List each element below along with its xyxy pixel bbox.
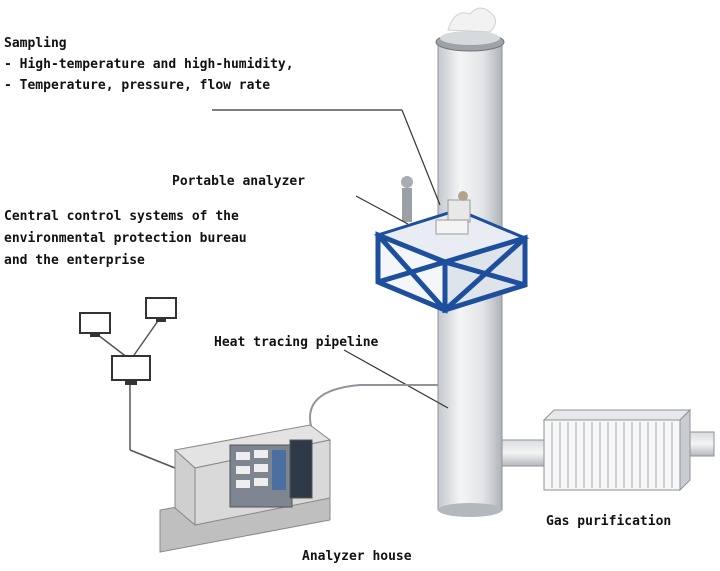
gas-purification-unit [501,408,715,492]
monitor-icon [79,312,111,337]
sampling-platform [373,208,530,314]
heat-tracing-pipe [309,384,438,431]
central-control-line-3: and the enterprise [4,253,145,268]
central-control-line-2: environmental protection bureau [4,231,247,246]
analyzer-house [159,424,332,553]
monitor-icon [111,355,151,385]
leader-lines [212,109,449,409]
analyzer-house-label: Analyzer house [302,549,412,564]
sampling-line-2: - Temperature, pressure, flow rate [4,78,271,93]
analyzer-person-icon [401,176,471,235]
central-control-line-1: Central control systems of the [4,209,239,224]
gas-purification-label: Gas purification [546,514,672,529]
heat-tracing-label: Heat tracing pipeline [214,335,379,350]
monitor-icon [145,297,177,322]
sampling-line-1: - High-temperature and high-humidity, [4,57,294,72]
sampling-title: Sampling [4,36,67,51]
portable-analyzer-label: Portable analyzer [172,174,306,189]
